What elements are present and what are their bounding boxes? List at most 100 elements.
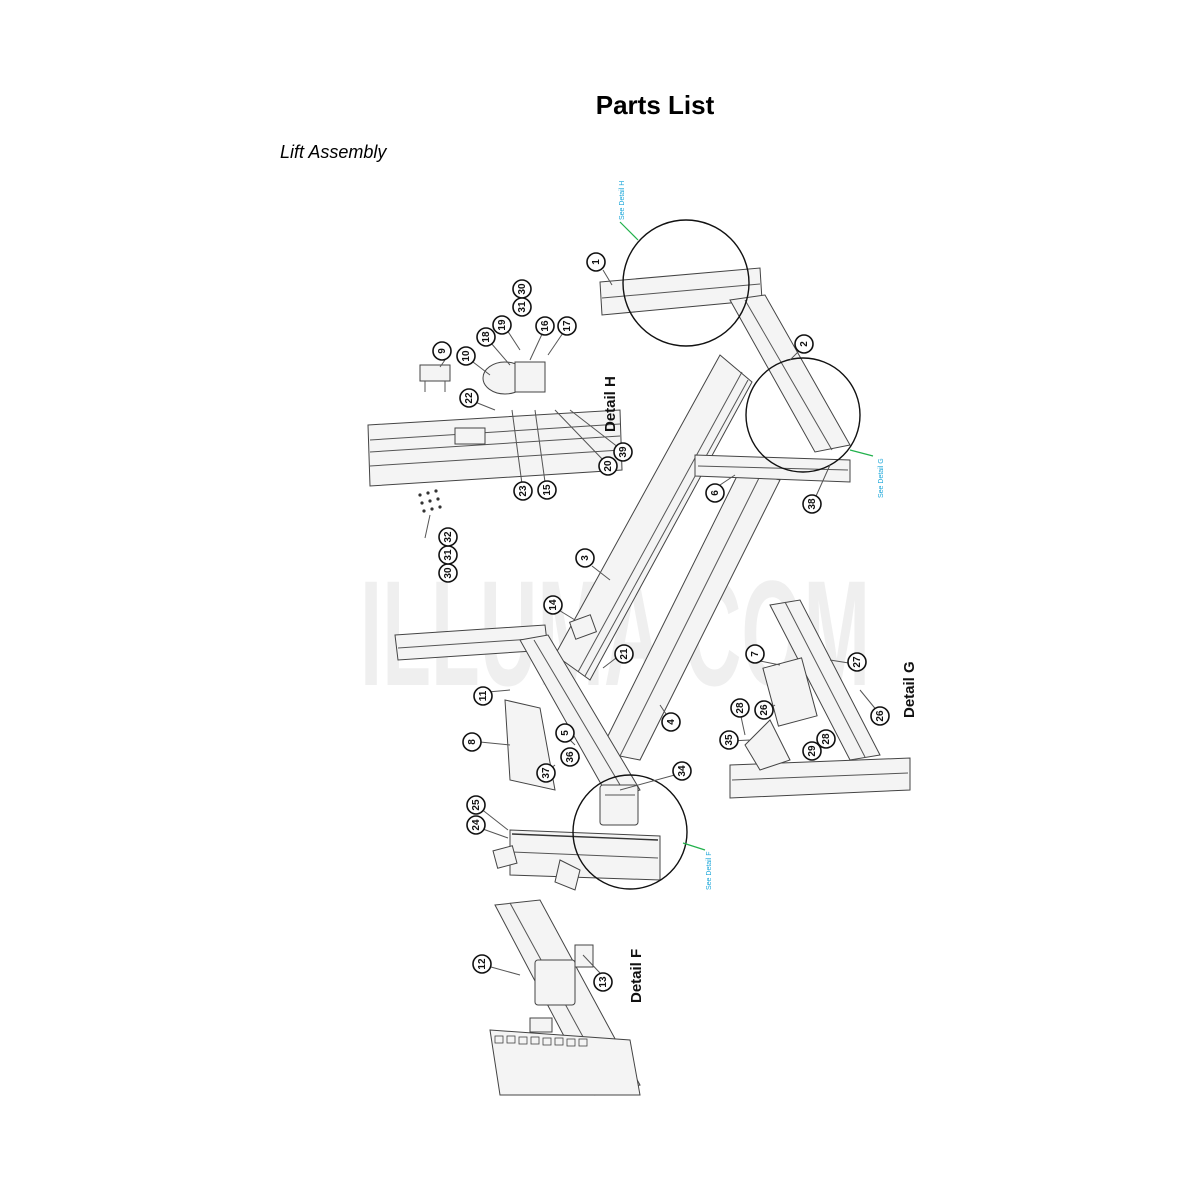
callout-8: 8: [462, 732, 482, 752]
callout-25: 25: [466, 795, 486, 815]
callout-26a: 26: [754, 700, 774, 720]
detail-f-drawing: [489, 899, 641, 1096]
callout-16: 16: [535, 316, 555, 336]
callout-12: 12: [472, 954, 492, 974]
svg-text:24: 24: [471, 819, 482, 831]
svg-text:16: 16: [540, 320, 551, 332]
callout-15: 15: [537, 480, 557, 500]
svg-text:25: 25: [471, 799, 482, 811]
callout-30b: 30: [512, 279, 532, 299]
callout-11: 11: [473, 686, 493, 706]
detail-g-drawing: [729, 599, 911, 799]
see-detail-f-tag: See Detail F: [706, 851, 713, 890]
svg-text:21: 21: [619, 648, 630, 660]
detail-leaders: [619, 221, 874, 851]
callout-20: 20: [598, 456, 618, 476]
section-subtitle: Lift Assembly: [280, 142, 387, 162]
callout-38: 38: [802, 494, 822, 514]
see-detail-h-tag: See Detail H: [619, 181, 626, 220]
detail-h-label: Detail H: [602, 376, 619, 432]
callout-30a: 30: [438, 563, 458, 583]
callout-31b: 31: [512, 297, 532, 317]
svg-text:30: 30: [443, 567, 454, 579]
callout-2: 2: [794, 334, 814, 354]
detail-h-drawing: [367, 361, 623, 513]
svg-text:34: 34: [677, 765, 688, 777]
callout-32: 32: [438, 527, 458, 547]
callout-6: 6: [705, 483, 725, 503]
callouts: 1 2 3 4 5 6 7 8 9 10 11 12 13 14 15 16 1…: [432, 252, 890, 992]
svg-text:6: 6: [710, 490, 721, 496]
svg-text:2: 2: [799, 341, 810, 347]
svg-text:29: 29: [807, 745, 818, 757]
svg-text:11: 11: [478, 690, 489, 701]
svg-text:4: 4: [666, 719, 677, 725]
callout-36: 36: [560, 747, 580, 767]
svg-text:10: 10: [461, 350, 472, 362]
callout-3: 3: [575, 548, 595, 568]
callout-23: 23: [513, 481, 533, 501]
callout-21: 21: [614, 644, 634, 664]
svg-text:30: 30: [517, 283, 528, 295]
callout-35: 35: [719, 730, 739, 750]
callout-10: 10: [456, 346, 476, 366]
svg-text:15: 15: [542, 484, 553, 496]
callout-24: 24: [466, 815, 486, 835]
svg-text:20: 20: [603, 460, 614, 472]
callout-26b: 26: [870, 706, 890, 726]
svg-text:17: 17: [562, 320, 573, 332]
callout-9: 9: [432, 341, 452, 361]
callout-29: 29: [802, 741, 822, 761]
callout-34: 34: [672, 761, 692, 781]
callout-14: 14: [543, 595, 563, 615]
svg-text:31: 31: [517, 301, 528, 313]
callout-18: 18: [476, 327, 496, 347]
svg-text:12: 12: [477, 958, 488, 970]
svg-text:36: 36: [565, 751, 576, 763]
svg-text:14: 14: [548, 599, 559, 611]
callout-4: 4: [661, 712, 681, 732]
detail-f-label: Detail F: [628, 949, 645, 1003]
svg-text:28: 28: [735, 702, 746, 714]
detail-g-label: Detail G: [901, 661, 918, 718]
svg-text:8: 8: [467, 739, 478, 745]
svg-text:27: 27: [852, 656, 863, 668]
svg-text:31: 31: [443, 549, 454, 561]
callout-28a: 28: [730, 698, 750, 718]
svg-text:9: 9: [437, 348, 448, 354]
svg-text:37: 37: [541, 767, 552, 779]
svg-text:38: 38: [807, 498, 818, 510]
svg-text:35: 35: [724, 734, 735, 746]
svg-text:26: 26: [759, 704, 770, 716]
svg-text:23: 23: [518, 485, 529, 497]
callout-37: 37: [536, 763, 556, 783]
svg-text:7: 7: [750, 651, 761, 657]
callout-17: 17: [557, 316, 577, 336]
svg-text:3: 3: [580, 555, 591, 561]
svg-text:32: 32: [443, 531, 454, 543]
callout-31a: 31: [438, 545, 458, 565]
svg-text:18: 18: [481, 331, 492, 343]
callout-13: 13: [593, 972, 613, 992]
svg-text:39: 39: [618, 446, 629, 458]
svg-text:1: 1: [591, 259, 602, 265]
callout-28b: 28: [816, 729, 836, 749]
page-title: Parts List: [595, 90, 715, 120]
callout-1: 1: [586, 252, 606, 272]
detail-circles: [572, 219, 861, 890]
svg-text:26: 26: [875, 710, 886, 722]
see-detail-g-tag: See Detail G: [878, 458, 885, 498]
callout-19: 19: [492, 315, 512, 335]
callout-7: 7: [745, 644, 765, 664]
svg-text:13: 13: [598, 976, 609, 988]
callout-27: 27: [847, 652, 867, 672]
svg-text:5: 5: [560, 730, 571, 736]
svg-text:19: 19: [497, 319, 508, 331]
callout-5: 5: [555, 723, 575, 743]
main-frame: [394, 267, 851, 891]
callout-22: 22: [459, 388, 479, 408]
callout-39: 39: [613, 442, 633, 462]
svg-text:28: 28: [821, 733, 832, 745]
svg-text:22: 22: [464, 392, 475, 404]
